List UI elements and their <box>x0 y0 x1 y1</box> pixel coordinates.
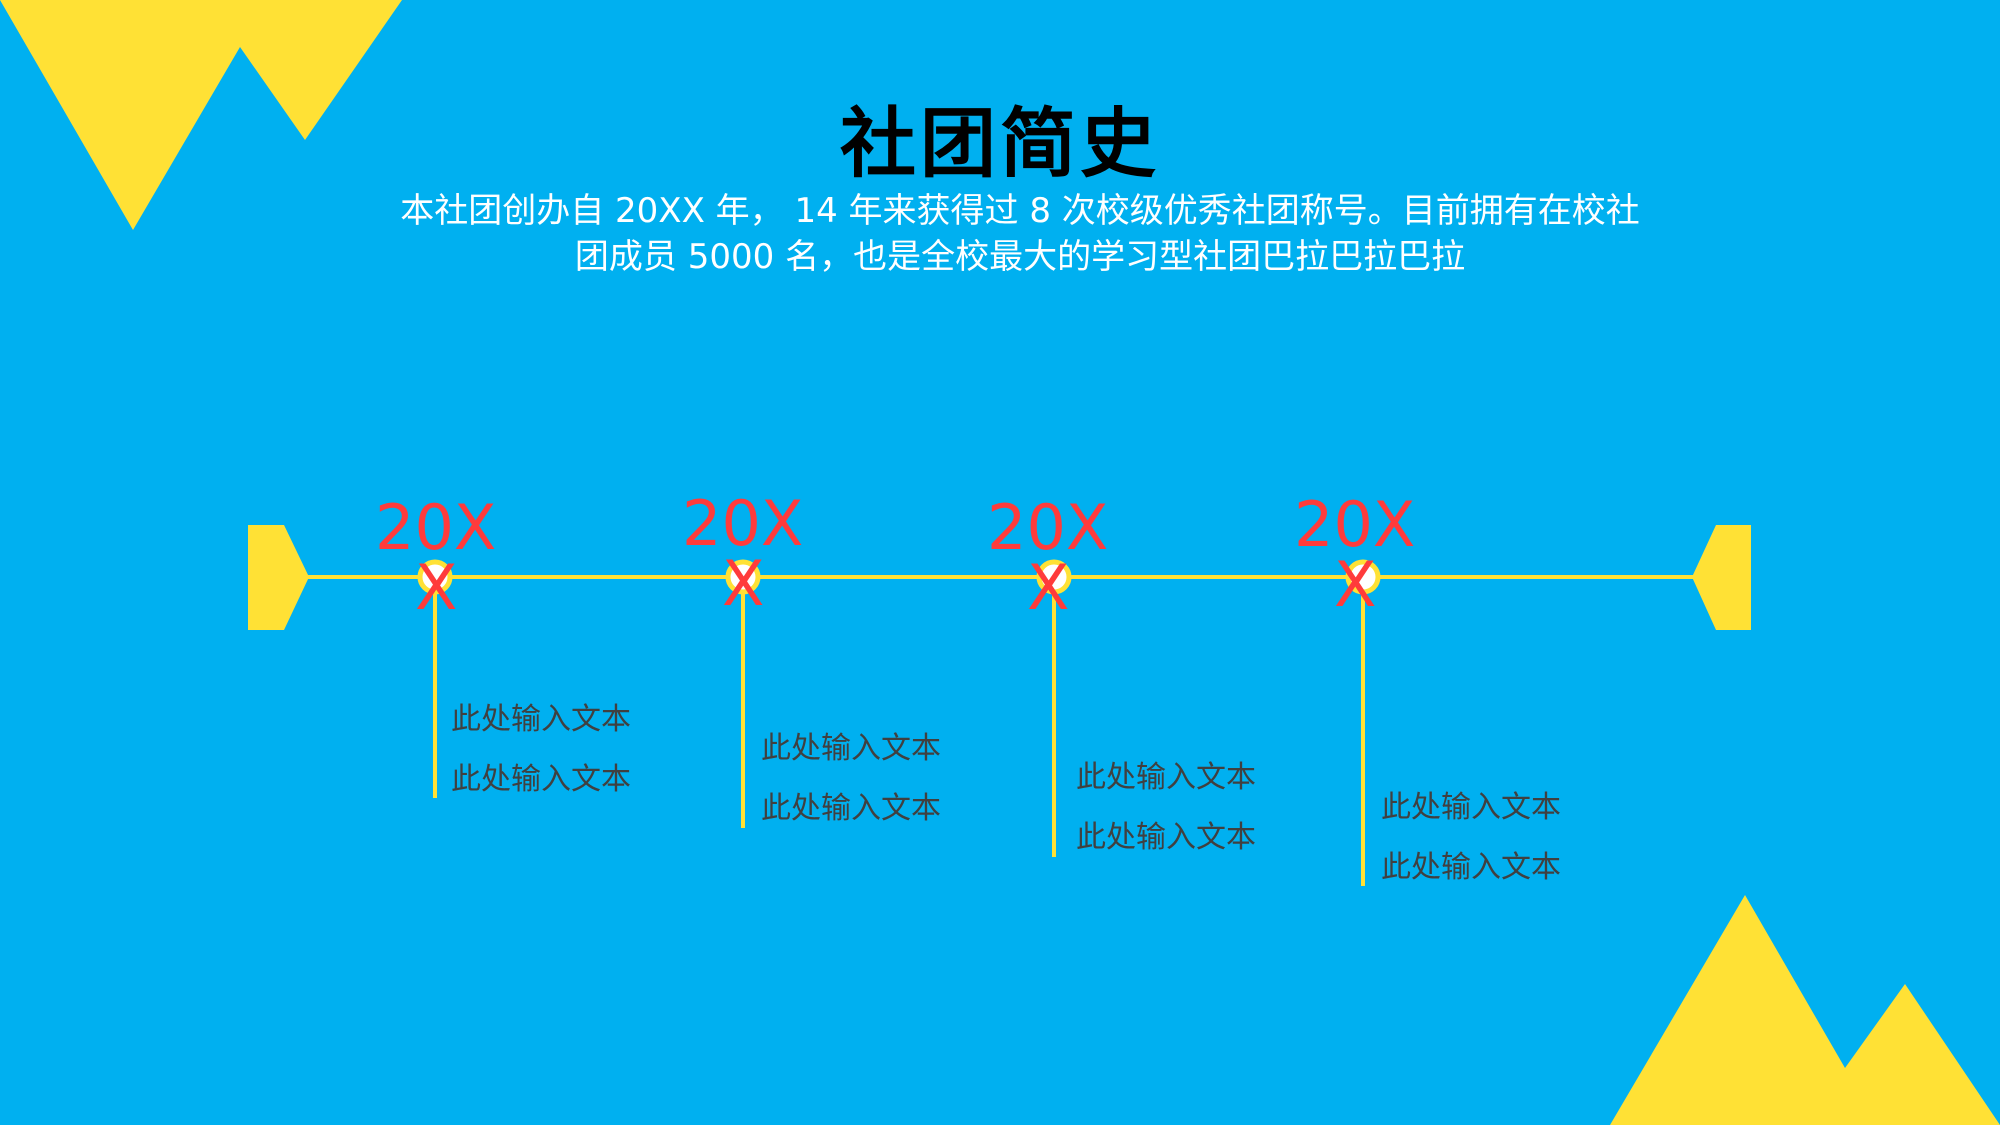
timeline-note-1-text1: 此处输入文本 <box>451 702 631 737</box>
timeline-note-1-text2: 此处输入文本 <box>451 762 631 797</box>
intro-line-1: 本社团创办自 20XX 年， 14 年来获得过 8 次校级优秀社团称号。目前拥有… <box>400 191 1640 231</box>
timeline-marker-1 <box>417 559 453 595</box>
timeline-year-1-line2: X <box>415 551 458 624</box>
timeline-year-3-line2: X <box>1027 551 1070 624</box>
timeline-note-3-text1: 此处输入文本 <box>1076 760 1256 795</box>
intro-paragraph: 本社团创办自 20XX 年， 14 年来获得过 8 次校级优秀社团称号。目前拥有… <box>360 188 1680 280</box>
timeline-note-4-text1: 此处输入文本 <box>1381 790 1561 825</box>
timeline-year-4: 20X X <box>1294 488 1444 621</box>
timeline-marker-3 <box>1036 559 1072 595</box>
timeline-year-4-line1: 20X <box>1294 488 1416 561</box>
timeline-note-2: 此处输入文本 此处输入文本 <box>761 719 941 839</box>
timeline-year-2-line2: X <box>722 547 765 620</box>
timeline-note-1: 此处输入文本 此处输入文本 <box>451 690 631 810</box>
timeline-year-2: 20X X <box>682 487 832 620</box>
timeline-year-1: 20X X <box>375 491 525 624</box>
page-title: 社团简史 <box>840 99 1160 188</box>
timeline-left-cap <box>248 525 309 630</box>
timeline-year-1-line1: 20X <box>375 491 497 564</box>
timeline-note-3-text2: 此处输入文本 <box>1076 820 1256 855</box>
intro-line-2: 团成员 5000 名，也是全校最大的学习型社团巴拉巴拉巴拉 <box>574 237 1466 277</box>
timeline-year-3: 20X X <box>987 491 1137 624</box>
top-left-mountain-shape <box>0 0 402 230</box>
timeline-year-4-line2: X <box>1334 548 1377 621</box>
timeline-note-2-text2: 此处输入文本 <box>761 791 941 826</box>
timeline-marker-4 <box>1345 559 1381 595</box>
timeline-note-2-text1: 此处输入文本 <box>761 731 941 766</box>
timeline-marker-2 <box>725 559 761 595</box>
timeline-note-3: 此处输入文本 此处输入文本 <box>1076 748 1256 868</box>
timeline-note-4-text2: 此处输入文本 <box>1381 850 1561 885</box>
bottom-right-mountain-shape <box>1610 895 2000 1125</box>
timeline-right-cap <box>1692 525 1751 630</box>
timeline-year-2-line1: 20X <box>682 487 804 560</box>
timeline-year-3-line1: 20X <box>987 491 1109 564</box>
timeline-note-4: 此处输入文本 此处输入文本 <box>1381 778 1561 898</box>
